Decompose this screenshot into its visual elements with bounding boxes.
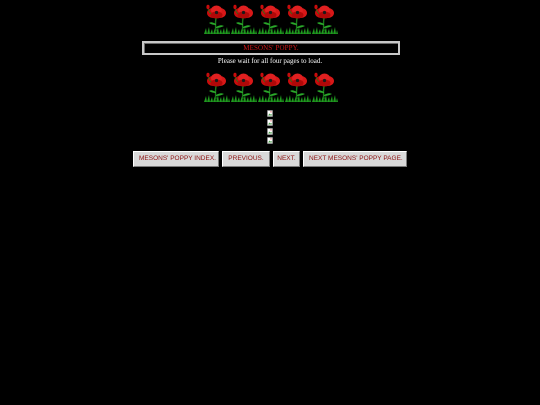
index-button[interactable]: MESONS' POPPY INDEX. bbox=[133, 151, 219, 167]
broken-image-icon[interactable] bbox=[267, 110, 273, 117]
poppy-row-top bbox=[203, 4, 338, 34]
wait-message: Please wait for all four pages to load. bbox=[217, 57, 323, 65]
poppy-flower-icon bbox=[230, 4, 257, 34]
navigation-bar: MESONS' POPPY INDEX. PREVIOUS. NEXT. NEX… bbox=[133, 151, 407, 167]
poppy-flower-icon bbox=[311, 72, 338, 102]
poppy-flower-icon bbox=[230, 72, 257, 102]
next-button[interactable]: NEXT. bbox=[273, 151, 300, 167]
poppy-flower-icon bbox=[311, 4, 338, 34]
poppy-flower-icon bbox=[284, 4, 311, 34]
broken-image-icon[interactable] bbox=[267, 137, 273, 144]
previous-button[interactable]: PREVIOUS. bbox=[222, 151, 270, 167]
broken-image-icon[interactable] bbox=[267, 128, 273, 135]
broken-image-stack bbox=[267, 110, 275, 146]
page-title-box: MESONS' POPPY. bbox=[142, 41, 400, 55]
poppy-flower-icon bbox=[203, 72, 230, 102]
poppy-flower-icon bbox=[284, 72, 311, 102]
poppy-row-middle bbox=[203, 72, 338, 102]
broken-image-icon[interactable] bbox=[267, 119, 273, 126]
next-page-button[interactable]: NEXT MESONS' POPPY PAGE. bbox=[303, 151, 407, 167]
page-title: MESONS' POPPY. bbox=[243, 44, 299, 52]
poppy-flower-icon bbox=[257, 4, 284, 34]
poppy-flower-icon bbox=[203, 4, 230, 34]
poppy-flower-icon bbox=[257, 72, 284, 102]
